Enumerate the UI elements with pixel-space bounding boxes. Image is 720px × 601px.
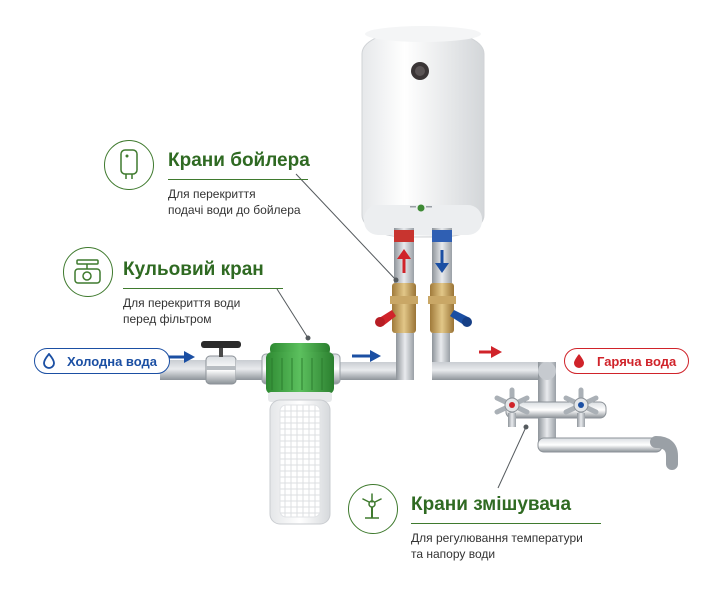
ball-valve bbox=[201, 341, 262, 385]
divider bbox=[168, 179, 308, 180]
water-drop-icon bbox=[569, 351, 589, 371]
hot-water-badge: Гаряча вода bbox=[564, 348, 690, 374]
boiler-valves-desc-1: Для перекриття bbox=[168, 187, 256, 201]
boiler-connections bbox=[394, 228, 452, 283]
boiler-valve-right bbox=[428, 283, 472, 333]
boiler-valve-left bbox=[375, 283, 418, 333]
cold-handle bbox=[563, 387, 599, 427]
ball-valve-desc-2: перед фільтром bbox=[123, 312, 212, 326]
ball-valve-icon bbox=[63, 247, 113, 297]
mixer-valves-desc-1: Для регулювання температури bbox=[411, 531, 583, 545]
water-drop-icon bbox=[39, 351, 59, 371]
mixer-valves-title: Крани змішувача bbox=[411, 494, 572, 515]
divider bbox=[123, 288, 283, 289]
hot-handle bbox=[494, 387, 530, 427]
mixer-valves-desc-2: та напору води bbox=[411, 547, 496, 561]
ball-valve-title: Кульовий кран bbox=[123, 259, 264, 280]
mixer-tap-icon bbox=[348, 484, 398, 534]
ball-valve-desc-1: Для перекриття води bbox=[123, 296, 241, 310]
hot-water-label: Гаряча вода bbox=[597, 353, 677, 369]
divider bbox=[411, 523, 601, 524]
boiler-valves-title: Крани бойлера bbox=[168, 150, 310, 171]
boiler-valves-label: Крани бойлера Для перекриття подачі води… bbox=[168, 150, 310, 218]
water-filter bbox=[261, 343, 341, 525]
cold-water-badge: Холодна вода bbox=[34, 348, 170, 374]
flow-arrow-to-boiler bbox=[352, 350, 381, 362]
boiler-valves-desc-2: подачі води до бойлера bbox=[168, 203, 301, 217]
ball-valve-label: Кульовий кран Для перекриття води перед … bbox=[123, 259, 283, 327]
flow-arrow-hot-outlet bbox=[479, 346, 502, 358]
water-heater bbox=[361, 26, 485, 238]
leader-lines bbox=[276, 173, 529, 489]
mixer-valves-label: Крани змішувача Для регулювання температ… bbox=[411, 494, 601, 562]
boiler-icon bbox=[104, 140, 154, 190]
mixer-tap bbox=[494, 387, 678, 470]
cold-water-label: Холодна вода bbox=[67, 353, 157, 369]
pipe-network bbox=[160, 333, 556, 408]
